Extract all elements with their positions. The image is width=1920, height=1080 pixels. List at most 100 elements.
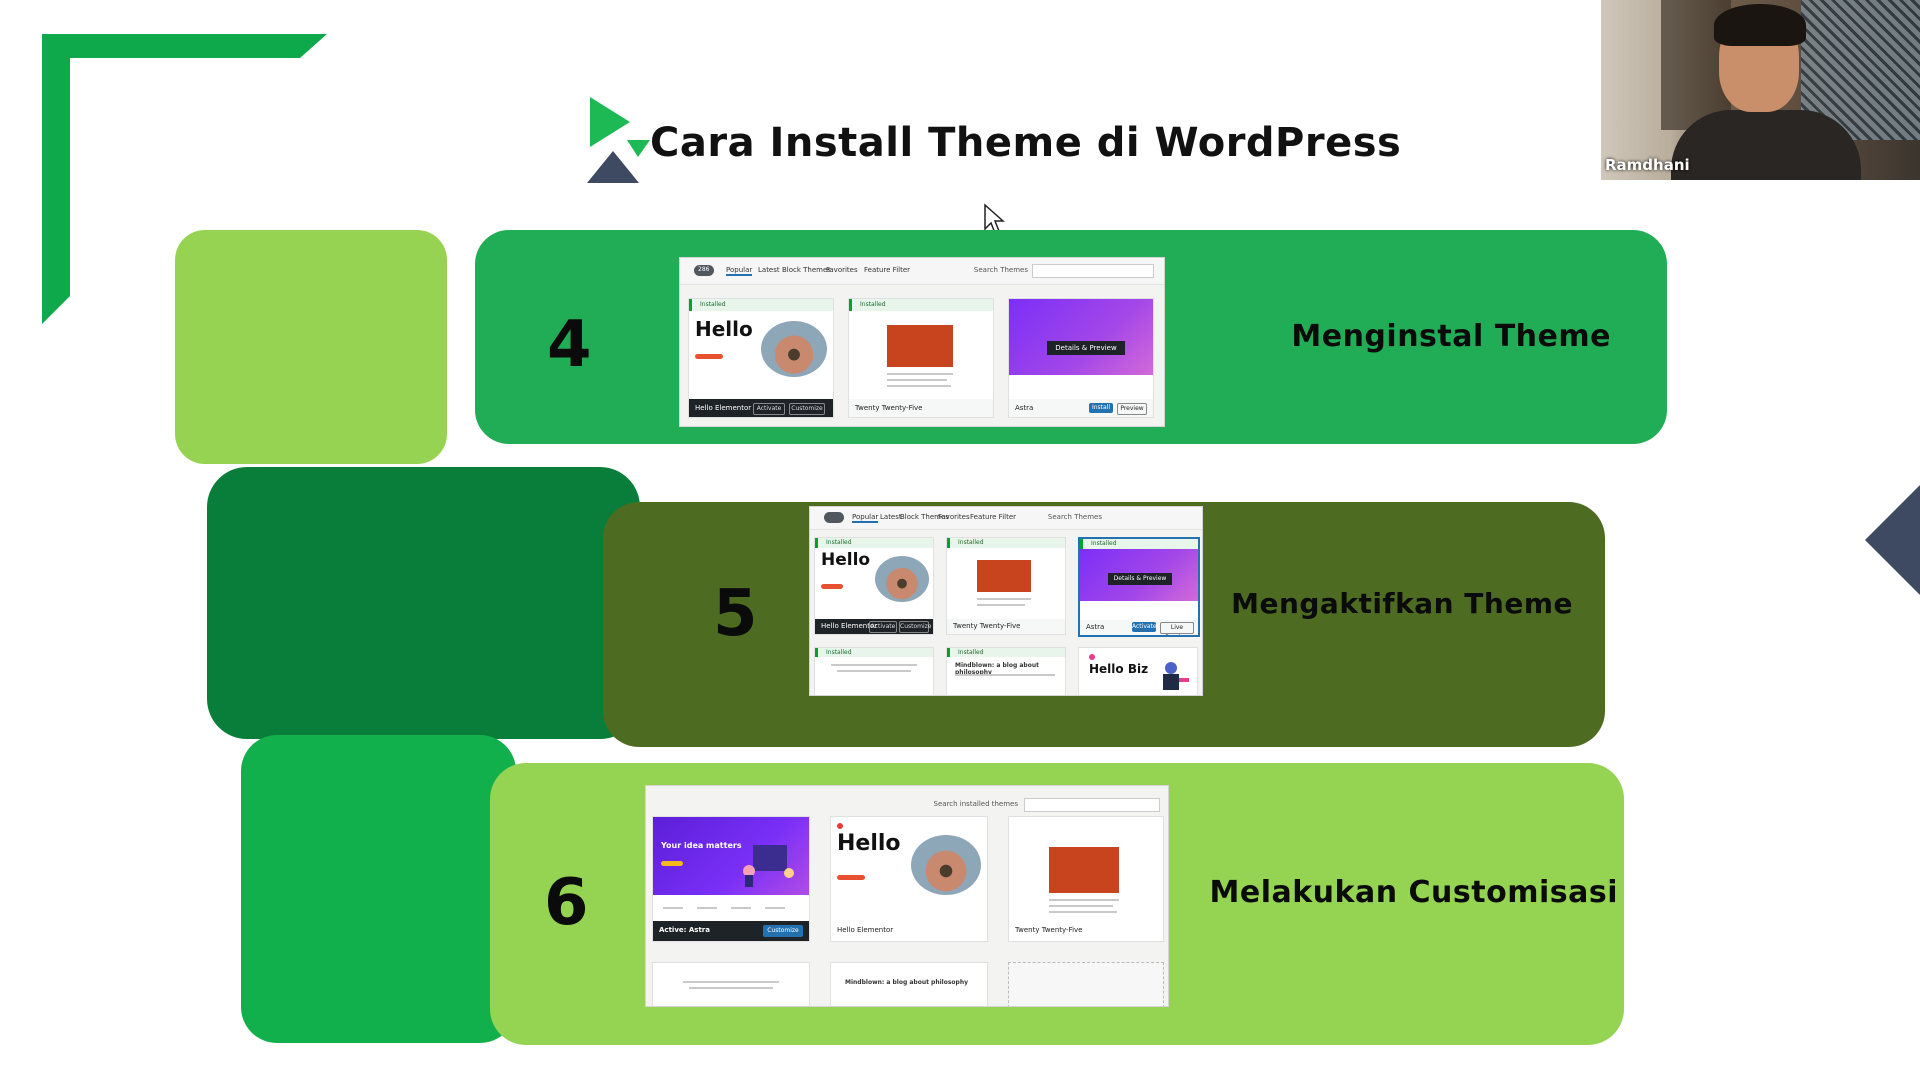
install-button[interactable]: Install — [1089, 403, 1113, 413]
theme-card-twenty-twenty-five[interactable]: Installed Twenty Twenty-Five — [946, 537, 1066, 635]
step-band-4: 4 Menginstal Theme 286 Popular Latest Bl… — [475, 230, 1667, 444]
theme-count-badge — [824, 512, 844, 523]
theme-name: Twenty Twenty-Five — [953, 622, 1021, 630]
theme-name: Hello Elementor — [821, 622, 878, 630]
decor-square-dark-green — [207, 467, 640, 739]
theme-browser-toolbar: Popular Latest Block Themes Favorites Fe… — [810, 507, 1202, 530]
step-number: 4 — [547, 308, 592, 382]
tab-feature-filter[interactable]: Feature Filter — [970, 513, 1017, 521]
text-line — [837, 670, 911, 672]
tab-latest[interactable]: Latest — [758, 266, 780, 274]
hero-text: Your idea matters — [661, 841, 742, 850]
participant-body — [1671, 110, 1861, 180]
text-line — [955, 674, 1055, 676]
tab-popular[interactable]: Popular — [726, 266, 753, 276]
hello-logo-icon — [837, 823, 843, 829]
participant-video-tile[interactable]: Ramdhani — [1601, 0, 1920, 180]
hello-heading: Hello — [821, 550, 871, 570]
installed-badge: Installed — [947, 648, 1065, 657]
add-theme-placeholder[interactable] — [1008, 962, 1164, 1006]
tab-feature-filter[interactable]: Feature Filter — [864, 266, 911, 274]
installed-themes-screenshot: Search installed themes Your idea matter… — [645, 785, 1169, 1007]
active-theme-label: Active: Astra — [659, 926, 710, 934]
tree-image — [875, 556, 929, 602]
preview-button[interactable]: Preview — [1117, 403, 1147, 415]
card-footer: Hello Elementor — [831, 921, 987, 941]
theme-card-row2-1[interactable] — [652, 962, 810, 1006]
theme-activate-screenshot: Popular Latest Block Themes Favorites Fe… — [809, 506, 1203, 696]
activate-button[interactable]: Activate — [869, 621, 897, 633]
step-label: Menginstal Theme — [1291, 319, 1611, 354]
theme-card-hello-elementor[interactable]: Hello Hello Elementor — [830, 816, 988, 942]
installed-badge: Installed — [849, 299, 993, 311]
tab-favorites[interactable]: Favorites — [826, 266, 858, 274]
installed-badge: Installed — [1080, 539, 1198, 549]
theme-name: Astra — [1086, 623, 1105, 631]
theme-name: Astra — [1015, 404, 1034, 412]
text-line — [663, 907, 683, 909]
tree-image — [911, 835, 981, 895]
step-label: Melakukan Customisasi — [1209, 875, 1618, 910]
text-line — [731, 907, 751, 909]
red-flower-image — [977, 560, 1031, 592]
step-number: 6 — [544, 866, 589, 940]
theme-card-astra[interactable]: Details & Preview Astra Install Preview — [1008, 298, 1154, 418]
step-band-5: 5 Mengaktifkan Theme Popular Latest Bloc… — [603, 502, 1605, 747]
theme-name: Twenty Twenty-Five — [855, 404, 923, 412]
customize-button[interactable]: Customize — [789, 403, 825, 415]
text-line — [977, 604, 1025, 606]
hello-heading: Hello — [837, 831, 901, 856]
text-line — [1049, 911, 1117, 913]
search-label: Search Themes — [1047, 513, 1102, 521]
installed-badge: Installed — [947, 538, 1065, 548]
theme-card-astra-active[interactable]: Your idea matters Active: Astra Customiz… — [652, 816, 810, 942]
theme-card-row2-2[interactable]: Mindblown: a blog about philosophy — [830, 962, 988, 1006]
theme-card-hello-elementor[interactable]: Installed Hello Hello Elementor Activate… — [688, 298, 834, 418]
details-preview-button[interactable]: Details & Preview — [1108, 573, 1172, 585]
text-line — [831, 664, 917, 666]
text-line — [977, 598, 1031, 600]
slide-title: Cara Install Theme di WordPress — [650, 120, 1402, 166]
step-label: Mengaktifkan Theme — [1231, 587, 1573, 620]
tab-block-themes[interactable]: Block Themes — [782, 266, 831, 274]
theme-card-astra[interactable]: Installed Details & Preview Astra Activa… — [1078, 537, 1200, 637]
card-footer: Twenty Twenty-Five — [947, 619, 1065, 634]
blog-heading: Mindblown: a blog about philosophy — [955, 662, 1039, 676]
theme-card-twenty-twenty-five[interactable]: Twenty Twenty-Five — [1008, 816, 1164, 942]
theme-card-hello-biz[interactable]: Hello Biz — [1078, 647, 1198, 695]
customize-button[interactable]: Customize — [899, 621, 932, 633]
right-arrow-decoration — [1865, 485, 1920, 595]
theme-card-row2-2[interactable]: Installed Mindblown: a blog about philos… — [946, 647, 1066, 695]
tab-block-themes[interactable]: Block Themes — [900, 513, 949, 521]
illustration-icon — [1163, 662, 1189, 690]
red-flower-image — [1049, 847, 1119, 893]
red-flower-image — [887, 325, 953, 367]
theme-card-row2-1[interactable]: Installed — [814, 647, 934, 695]
tab-latest[interactable]: Latest — [880, 513, 902, 521]
search-label: Search installed themes — [933, 800, 1018, 808]
activate-button[interactable]: Activate — [1132, 622, 1157, 632]
activate-button[interactable]: Activate — [753, 403, 785, 415]
tab-favorites[interactable]: Favorites — [938, 513, 970, 521]
text-line — [765, 907, 785, 909]
live-preview-button[interactable]: Live Preview — [1160, 622, 1194, 635]
customize-button[interactable]: Customize — [763, 925, 803, 937]
participant-name: Ramdhani — [1605, 156, 1690, 174]
theme-card-hello-elementor[interactable]: Installed Hello Hello Elementor Activate… — [814, 537, 934, 635]
search-label: Search Themes — [973, 266, 1028, 274]
theme-card-twenty-twenty-five[interactable]: Installed Twenty Twenty-Five — [848, 298, 994, 418]
card-footer: Astra Install Preview — [1009, 399, 1153, 417]
text-line — [887, 379, 947, 381]
search-input[interactable] — [1032, 264, 1154, 278]
theme-name: Hello Elementor — [695, 404, 752, 412]
hello-biz-logo-icon — [1089, 654, 1095, 660]
orange-cta — [821, 584, 843, 589]
text-line — [1049, 899, 1119, 901]
orange-cta — [695, 354, 723, 359]
details-preview-button[interactable]: Details & Preview — [1047, 341, 1125, 355]
tab-popular[interactable]: Popular — [852, 513, 879, 523]
card-footer: Hello Elementor Activate Customize — [689, 399, 833, 417]
astra-preview-image — [1009, 299, 1153, 375]
theme-count-badge: 286 — [694, 265, 714, 276]
search-input[interactable] — [1024, 798, 1160, 812]
